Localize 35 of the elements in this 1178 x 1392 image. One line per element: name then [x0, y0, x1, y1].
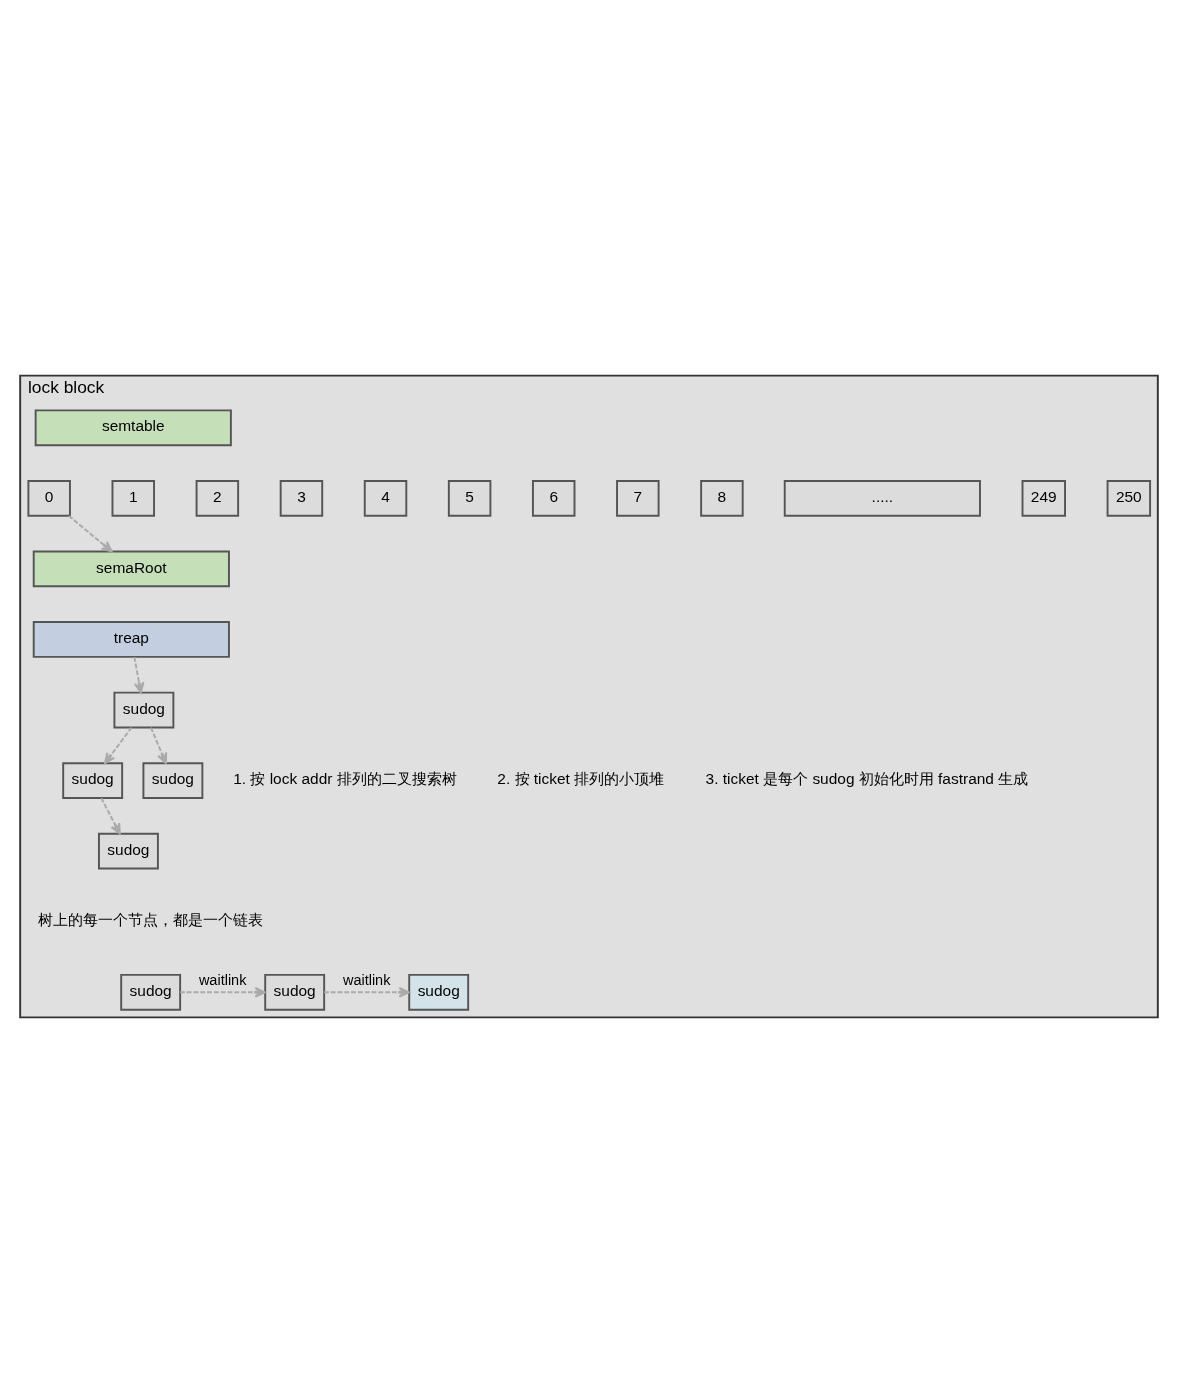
node-box: ..... — [783, 479, 981, 517]
node-box: 250 — [1106, 479, 1152, 517]
node-box: 4 — [363, 479, 408, 517]
node-box: 3 — [279, 479, 324, 517]
label: 3. ticket 是每个 sudog 初始化时用 fastrand 生成 — [705, 769, 1029, 787]
label: 树上的每一个节点，都是一个链表 — [38, 910, 264, 928]
node-box: 1 — [111, 479, 155, 517]
arrow — [179, 986, 266, 998]
edge-label: waitlink — [198, 971, 247, 988]
edge-label: waitlink — [342, 971, 391, 988]
node-box: 2 — [195, 479, 240, 517]
node-box: sudog — [408, 973, 470, 1011]
arrow — [100, 796, 121, 835]
node-box: sudog — [264, 973, 326, 1011]
node-box: semtable — [34, 408, 232, 446]
node-box: 0 — [27, 479, 71, 517]
arrow — [323, 986, 410, 998]
label: 2. 按 ticket 排列的小顶堆 — [497, 769, 665, 787]
arrow — [133, 655, 145, 694]
label: 1. 按 lock addr 排列的二叉搜索树 — [233, 769, 457, 787]
node-box: treap — [32, 620, 230, 658]
node-box: sudog — [113, 691, 175, 728]
node-box: sudog — [120, 973, 182, 1011]
arrow — [104, 726, 133, 764]
node-box: sudog — [62, 761, 124, 799]
node-box: sudog — [142, 761, 204, 799]
node-box: semaRoot — [32, 550, 230, 587]
node-box: 5 — [447, 479, 492, 517]
node-box: 7 — [616, 479, 660, 517]
arrow — [68, 514, 113, 552]
node-box: 6 — [531, 479, 576, 517]
node-box: 249 — [1021, 479, 1066, 517]
node-box: 8 — [700, 479, 744, 517]
arrow — [149, 726, 168, 764]
node-box: sudog — [98, 832, 159, 869]
